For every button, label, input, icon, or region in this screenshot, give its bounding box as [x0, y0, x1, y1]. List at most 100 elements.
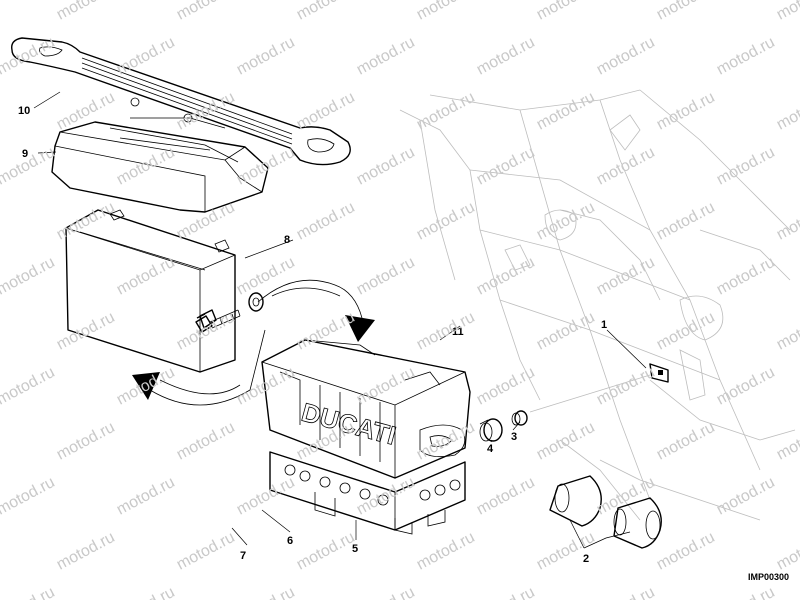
watermark-text: motod.ru — [174, 0, 238, 24]
watermark-text: motod.ru — [534, 529, 598, 574]
watermark-text: motod.ru — [234, 364, 298, 409]
watermark-text: motod.ru — [414, 0, 478, 24]
watermark-text: motod.ru — [714, 144, 778, 189]
battery-box: DUCATI — [261, 339, 471, 479]
drawing-code: IMP00300 — [748, 572, 789, 582]
watermark-text: motod.ru — [114, 584, 178, 600]
watermark-text: motod.ru — [54, 419, 118, 464]
watermark-text: motod.ru — [474, 34, 538, 79]
watermark-text: motod.ru — [534, 419, 598, 464]
battery-box-base — [269, 451, 466, 535]
rubber-sleeves — [549, 475, 662, 549]
watermark-text: motod.ru — [54, 529, 118, 574]
watermark-text: motod.ru — [0, 364, 58, 409]
watermark-text: motod.ru — [414, 529, 478, 574]
callout-9: 9 — [22, 148, 28, 160]
watermark-text: motod.ru — [414, 309, 478, 354]
watermark-text: motod.ru — [654, 419, 718, 464]
watermark-text: motod.ru — [714, 364, 778, 409]
assembly-arrow-lower — [132, 329, 266, 406]
callout-11: 11 — [452, 326, 464, 338]
watermark-text: motod.ru — [474, 364, 538, 409]
watermark-text: motod.ru — [114, 34, 178, 79]
watermark-text: motod.ru — [774, 89, 800, 134]
watermark-text: motod.ru — [714, 254, 778, 299]
callout-2: 2 — [583, 553, 589, 565]
watermark-text: motod.ru — [354, 584, 418, 600]
callout-10: 10 — [18, 105, 30, 117]
watermark-text: motod.ru — [594, 474, 658, 519]
bolt — [195, 309, 241, 333]
watermark-text: motod.ru — [534, 309, 598, 354]
motorcycle-frame-outline — [399, 89, 796, 521]
leader-lines — [33, 91, 647, 549]
watermark-text: motod.ru — [654, 529, 718, 574]
watermark-text: motod.ru — [114, 254, 178, 299]
watermark-text: motod.ru — [294, 199, 358, 244]
watermark-text: motod.ru — [774, 419, 800, 464]
watermark-text: motod.ru — [714, 474, 778, 519]
watermark-text: motod.ru — [714, 584, 778, 600]
watermark-text: motod.ru — [234, 144, 298, 189]
watermark-text: motod.ru — [174, 419, 238, 464]
watermark-text: motod.ru — [174, 199, 238, 244]
watermark-text: motod.ru — [414, 89, 478, 134]
watermark-text: motod.ru — [114, 474, 178, 519]
watermark-text: motod.ru — [534, 89, 598, 134]
battery-cover — [51, 117, 269, 213]
watermark-text: motod.ru — [0, 144, 58, 189]
watermark-text: motod.ru — [54, 199, 118, 244]
watermark-text: motod.ru — [534, 199, 598, 244]
watermark-text: motod.ru — [294, 0, 358, 24]
watermark-text: motod.ru — [234, 34, 298, 79]
watermark-text: motod.ru — [474, 474, 538, 519]
watermark-text: motod.ru — [354, 254, 418, 299]
watermark-text: motod.ru — [294, 309, 358, 354]
watermark-text: motod.ru — [354, 34, 418, 79]
watermark-text: motod.ru — [414, 199, 478, 244]
callout-4: 4 — [487, 443, 494, 455]
callout-labels: 1 2 3 4 5 6 7 8 9 10 11 — [18, 105, 607, 565]
watermark-text: motod.ru — [354, 144, 418, 189]
watermark-text: motod.ru — [534, 0, 598, 24]
callout-1: 1 — [601, 319, 607, 331]
assembly-arrow-upper — [257, 279, 375, 342]
watermark-text: motod.ru — [0, 584, 58, 600]
watermark-text: motod.ru — [654, 309, 718, 354]
watermark-text: motod.ru — [0, 254, 58, 299]
watermark-text: motod.ru — [354, 474, 418, 519]
callout-6: 6 — [287, 535, 293, 547]
callout-5: 5 — [352, 543, 358, 555]
watermark-text: motod.ru — [294, 529, 358, 574]
watermark-text: motod.ru — [594, 584, 658, 600]
battery — [65, 209, 236, 373]
watermark-text: motod.ru — [774, 309, 800, 354]
watermark-text: motod.ru — [594, 34, 658, 79]
watermark-text: motod.ru — [474, 254, 538, 299]
watermark-text: motod.ru — [774, 529, 800, 574]
watermark-text: motod.ru — [654, 89, 718, 134]
washer — [248, 292, 264, 312]
callout-7: 7 — [240, 550, 246, 562]
watermark-text: motod.ru — [474, 144, 538, 189]
rubber-grommet — [479, 418, 503, 442]
watermark-text: motod.ru — [294, 89, 358, 134]
watermark-text: motod.ru — [174, 529, 238, 574]
watermark-text: motod.ru — [114, 144, 178, 189]
callout-8: 8 — [284, 234, 290, 246]
small-bushing — [511, 410, 528, 426]
watermark-text: motod.ru — [654, 199, 718, 244]
watermark-text: motod.ru — [234, 584, 298, 600]
watermark-text: motod.ru — [54, 89, 118, 134]
bracket-clip — [529, 363, 669, 413]
watermark-text: motod.ru — [474, 584, 538, 600]
watermark-text: motod.ru — [774, 199, 800, 244]
watermark-text: motod.ru — [594, 144, 658, 189]
watermark-text: motod.ru — [54, 0, 118, 24]
watermark-text: motod.ru — [774, 0, 800, 24]
watermark-text: motod.ru — [714, 34, 778, 79]
retaining-strap — [11, 37, 351, 166]
watermark-text: motod.ru — [114, 364, 178, 409]
